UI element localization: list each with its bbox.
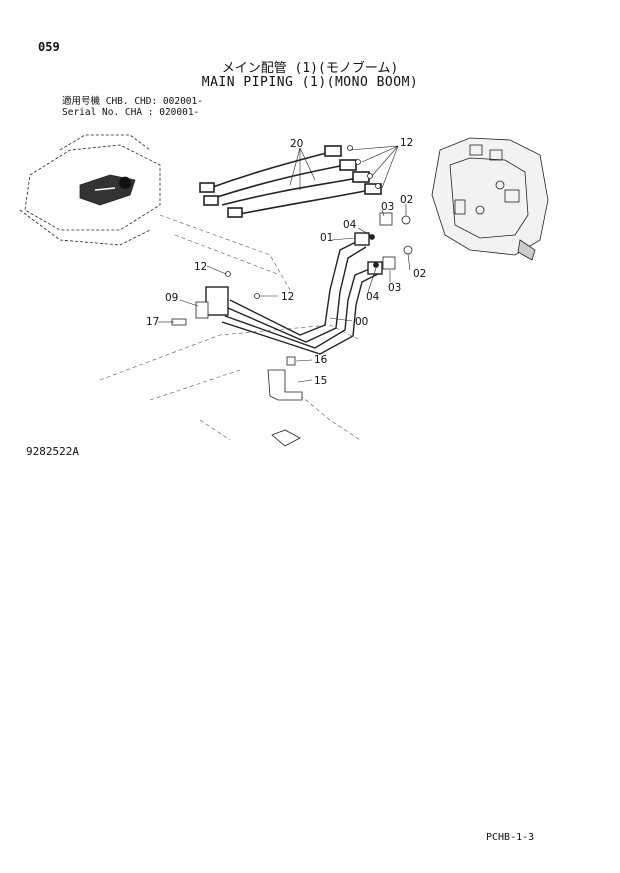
title-english: MAIN PIPING (1)(MONO BOOM) xyxy=(201,75,419,90)
callout-02-upper: 02 xyxy=(400,194,413,206)
callout-02-lower: 02 xyxy=(413,268,426,280)
drawing-code: 9282522A xyxy=(26,445,79,458)
callout-12-upper: 12 xyxy=(400,137,413,149)
callout-17: 17 xyxy=(146,316,159,328)
callout-03-lower: 03 xyxy=(388,282,401,294)
callout-00: 00 xyxy=(355,316,368,328)
control-valve xyxy=(431,137,549,261)
callout-15: 15 xyxy=(314,375,327,387)
excavator-thumbnail xyxy=(19,134,161,246)
callout-01: 01 xyxy=(320,232,333,244)
callout-12-lower: 12 xyxy=(281,291,294,303)
callout-20: 20 xyxy=(290,138,303,150)
callouts: 20 12 02 03 04 01 12 09 12 17 00 04 03 0… xyxy=(146,137,426,387)
callout-16: 16 xyxy=(314,354,328,366)
page-number: 059 xyxy=(38,40,60,54)
callout-09: 09 xyxy=(165,292,178,304)
frame-outline xyxy=(99,214,361,441)
callout-12-left: 12 xyxy=(194,261,207,273)
sheet-reference: PCHB-1-3 xyxy=(486,832,535,843)
title-japanese: メイン配管 (1)(モノブーム) xyxy=(221,61,399,76)
leader-lines xyxy=(158,145,411,383)
applicability-line-2: Serial No. CHA : 020001- xyxy=(62,107,200,118)
hose-assembly xyxy=(199,145,382,218)
callout-04-upper: 04 xyxy=(343,219,357,231)
applicability-line-1: 適用号機 CHB. CHD: 002001- xyxy=(62,96,203,107)
callout-03-upper: 03 xyxy=(381,201,394,213)
fittings xyxy=(171,145,413,447)
callout-04-lower: 04 xyxy=(366,291,380,303)
